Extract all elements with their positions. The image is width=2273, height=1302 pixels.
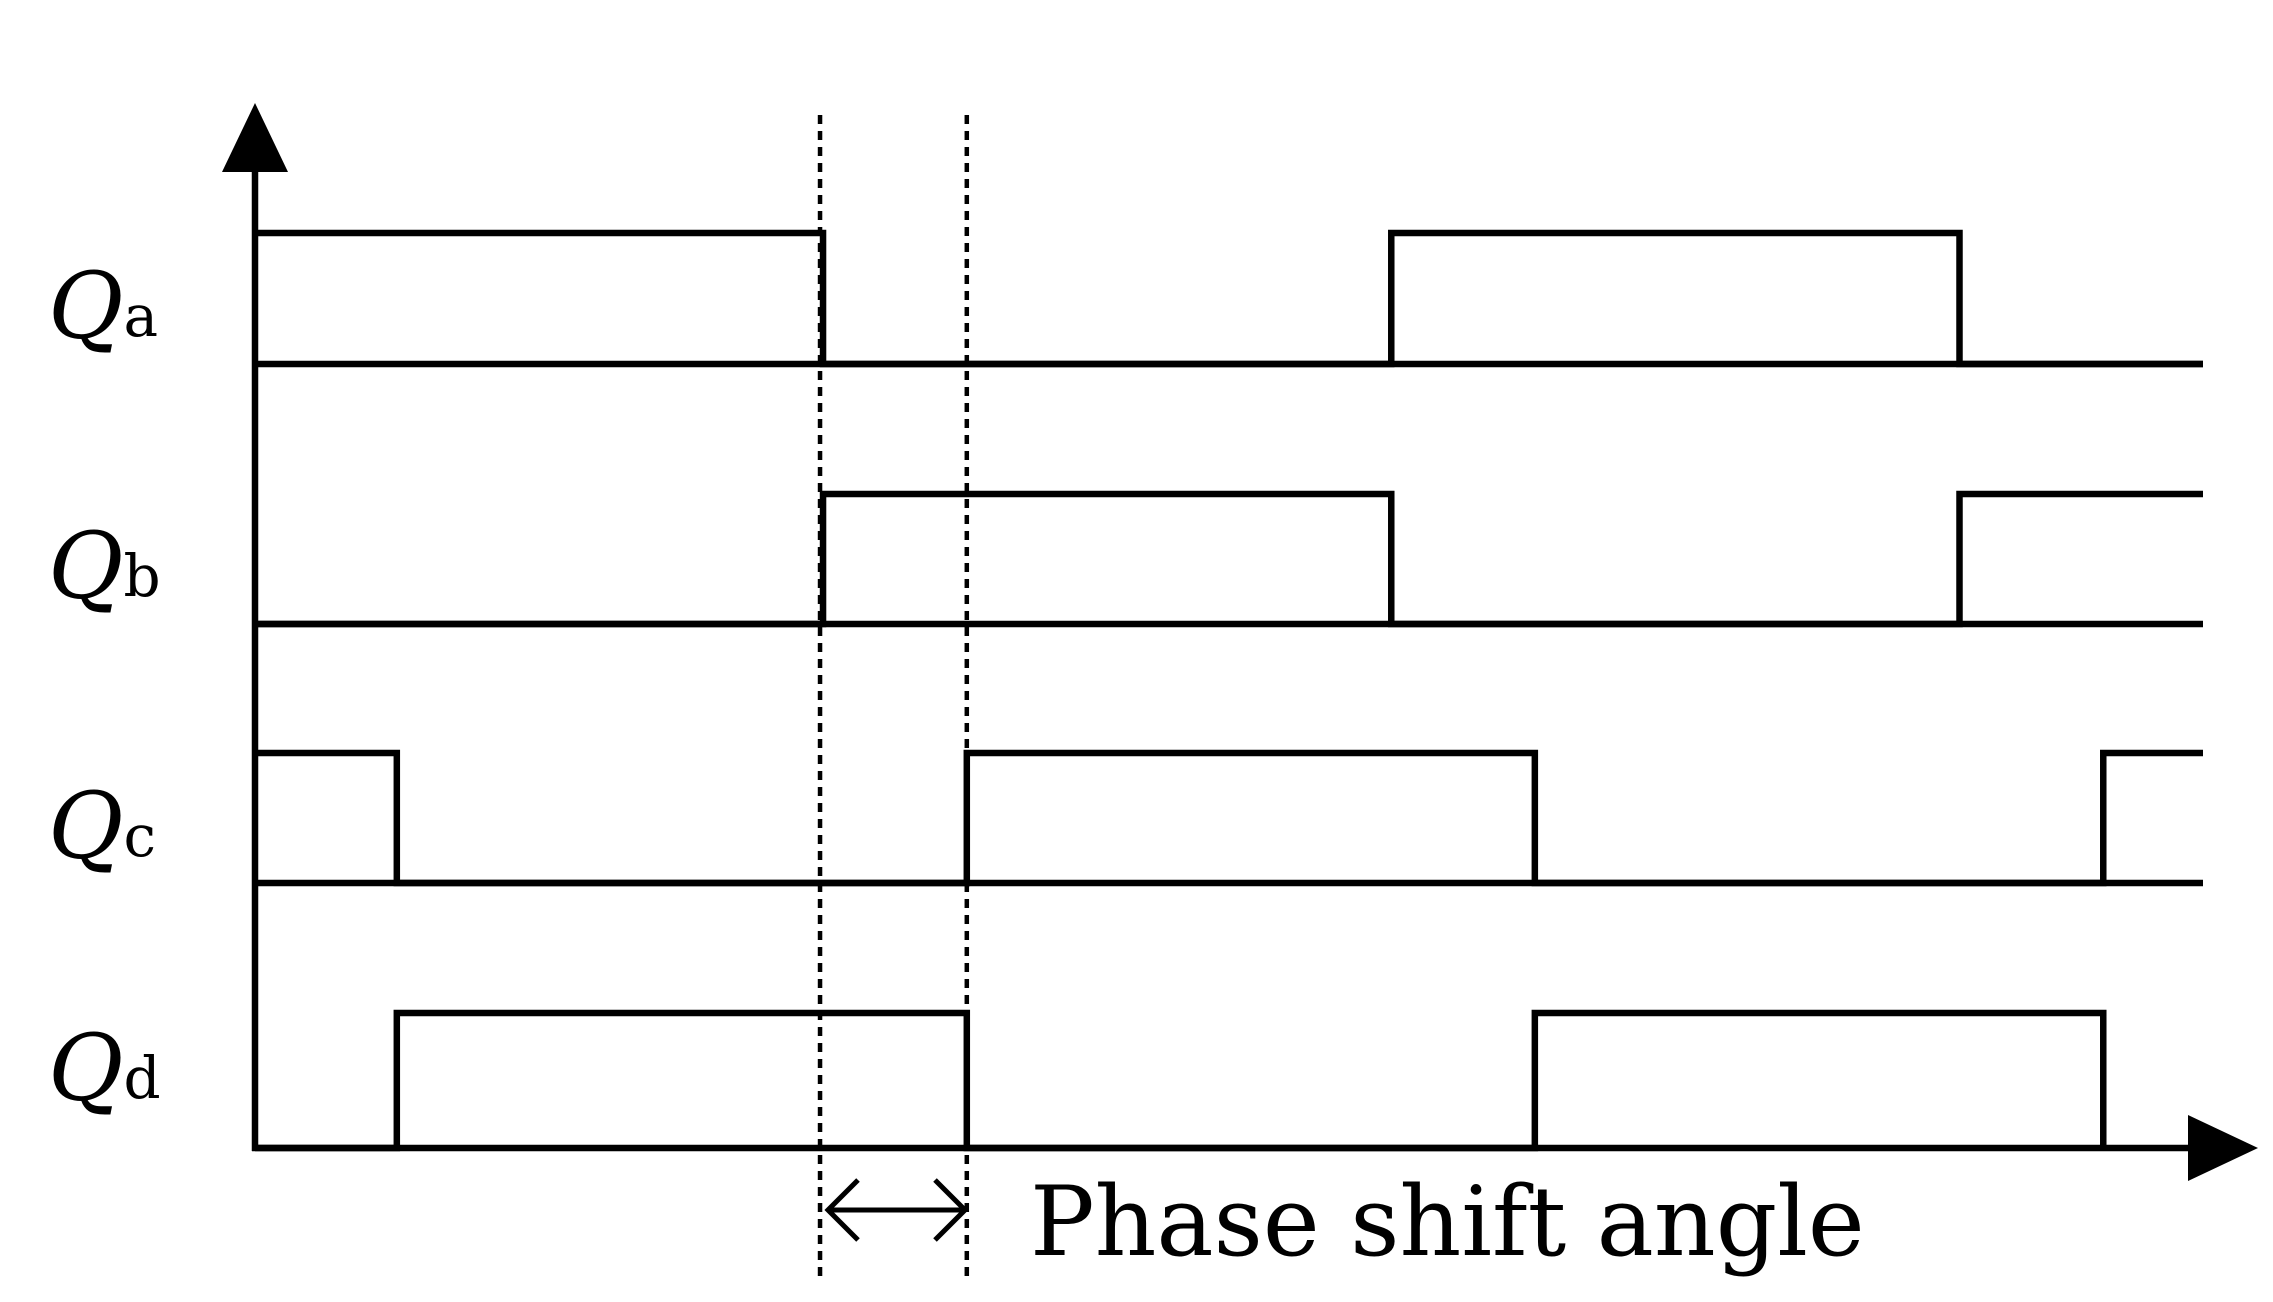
signal-label-qb: Qb bbox=[48, 513, 161, 620]
signal-label-qd: Qd bbox=[48, 1015, 161, 1122]
waveform-qa bbox=[255, 229, 2203, 368]
phase-shift-label: Phase shift angle bbox=[1030, 1166, 1865, 1278]
waveform-qb bbox=[255, 490, 2203, 628]
signal-label-qc: Qc bbox=[48, 773, 156, 880]
signal-label-qa: Qa bbox=[48, 253, 158, 360]
waveform-qd bbox=[255, 1009, 2107, 1152]
waveform-qc bbox=[255, 749, 2203, 887]
phase-shift-double-arrow bbox=[824, 1178, 969, 1242]
x-axis-arrowhead bbox=[2188, 1115, 2258, 1181]
signal-labels: Qa Qb Qc Qd bbox=[48, 253, 161, 1122]
y-axis-arrowhead bbox=[222, 103, 288, 172]
waveforms bbox=[255, 229, 2203, 1152]
